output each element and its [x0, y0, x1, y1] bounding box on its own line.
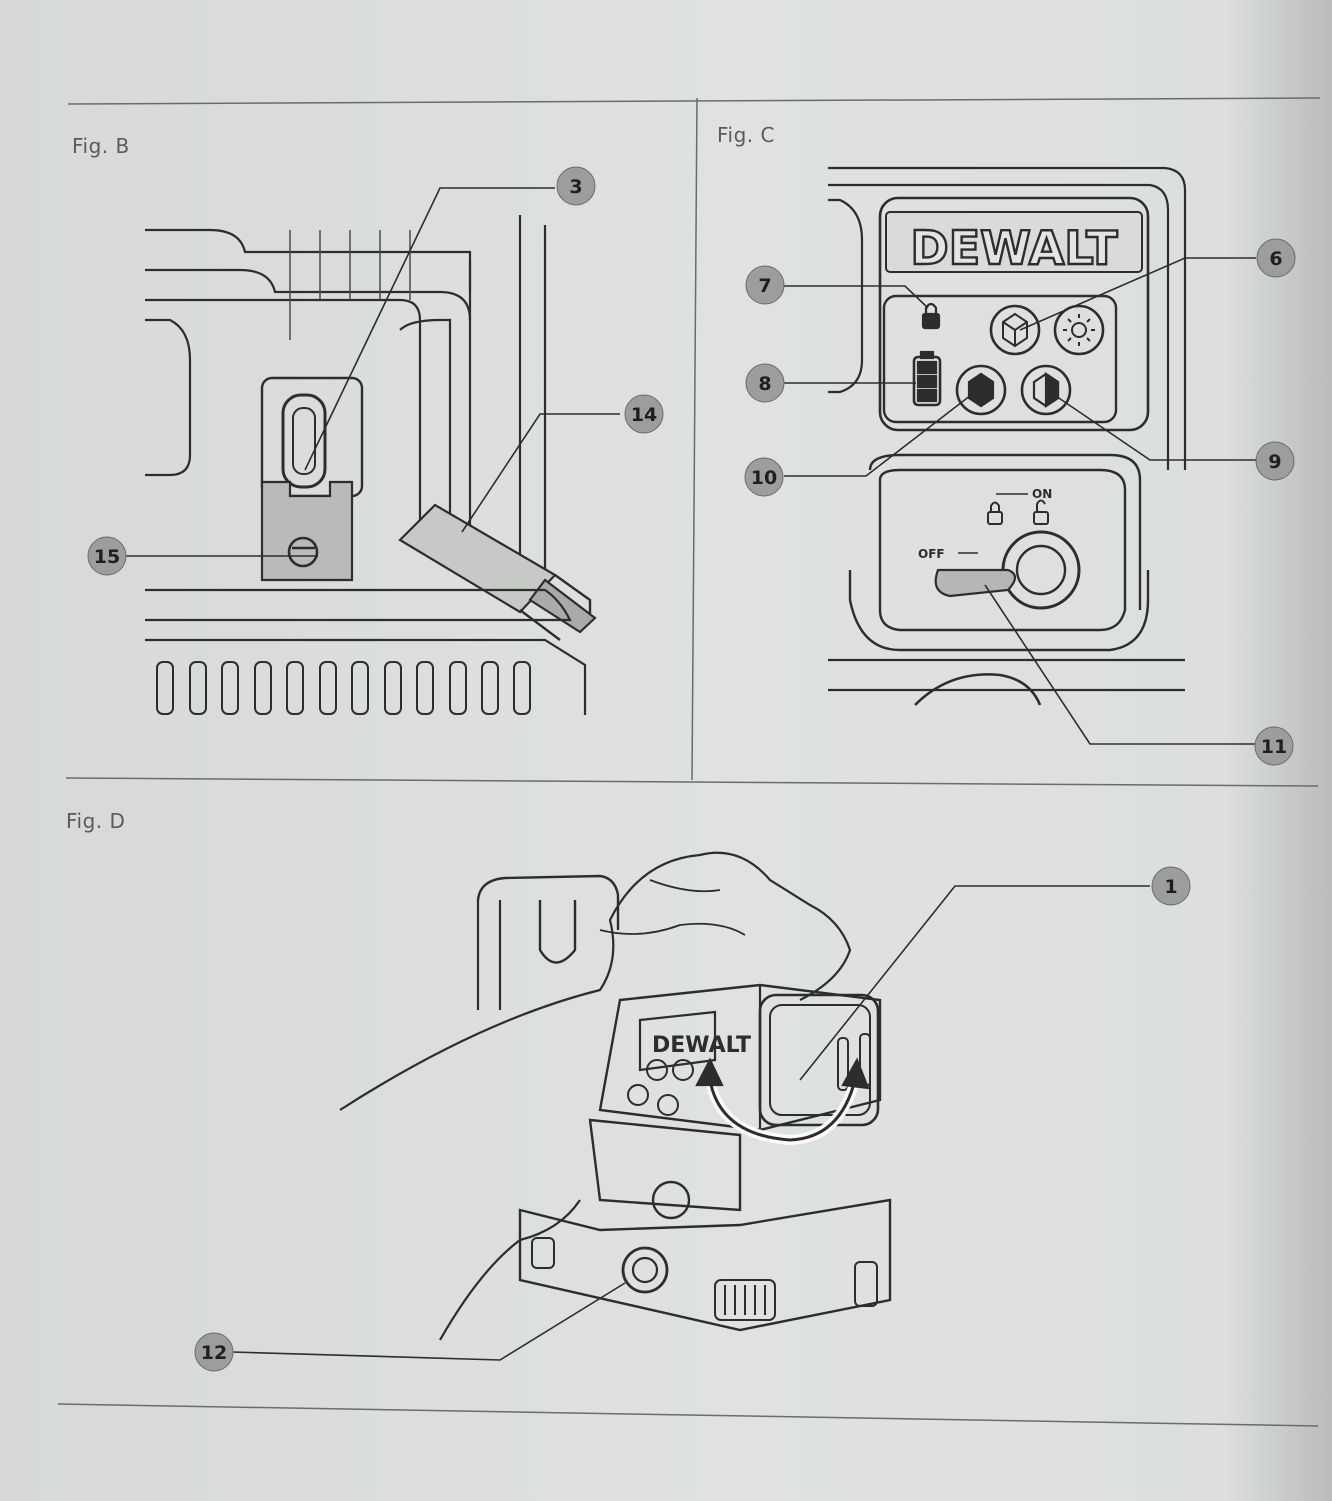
fig-c-label: Fig. C [717, 123, 775, 147]
callout-11: 11 [1254, 726, 1294, 766]
battery-icon [912, 350, 942, 407]
fig-d-vents [531, 1237, 878, 1321]
callout-14: 14 [624, 394, 664, 434]
svg-text:7: 7 [758, 275, 771, 297]
callout-9: 9 [1255, 441, 1295, 481]
fig-b-vents [156, 661, 531, 715]
svg-text:9: 9 [1268, 451, 1281, 473]
callout-10: 10 [744, 457, 784, 497]
svg-text:10: 10 [751, 467, 777, 489]
usb-c-port [281, 393, 327, 489]
cube-icon [989, 304, 1041, 356]
dewalt-logo: DEWALT [885, 211, 1143, 276]
dewalt-logo-small: DEWALT [652, 1033, 751, 1058]
fig-d-label: Fig. D [66, 809, 126, 833]
sun-icon [1053, 304, 1105, 356]
middle-rule [65, 777, 1319, 787]
callout-7: 7 [745, 265, 785, 305]
svg-text:12: 12 [201, 1342, 227, 1364]
callout-1: 1 [1151, 866, 1191, 906]
fig-b-illustration [126, 187, 620, 715]
svg-text:15: 15 [94, 546, 120, 568]
callout-15: 15 [87, 536, 127, 576]
fig-b-label: Fig. B [72, 134, 130, 158]
switch-on-label: ON [1032, 487, 1052, 501]
callouts: 3 14 15 7 6 8 10 9 11 1 12 [87, 166, 1296, 1372]
svg-text:8: 8 [758, 373, 771, 395]
callout-12: 12 [194, 1332, 234, 1372]
keypad [882, 294, 1118, 424]
svg-text:6: 6 [1269, 248, 1282, 270]
callout-3: 3 [556, 166, 596, 206]
callout-6: 6 [1256, 238, 1296, 278]
switch-off-label: OFF [918, 547, 945, 561]
svg-text:DEWALT: DEWALT [911, 221, 1119, 275]
lock-icon [921, 302, 941, 330]
vertical-divider [691, 97, 698, 781]
callout-8: 8 [745, 363, 785, 403]
bottom-rule [57, 1403, 1319, 1427]
fig-d-illustration: DEWALT [231, 851, 1150, 1361]
unlock-icon [987, 499, 1049, 525]
fig-c-illustration [784, 166, 1256, 745]
top-rule [67, 97, 1321, 105]
svg-text:3: 3 [569, 176, 582, 198]
svg-text:1: 1 [1164, 876, 1177, 898]
svg-text:14: 14 [631, 404, 657, 426]
svg-text:11: 11 [1261, 736, 1287, 758]
